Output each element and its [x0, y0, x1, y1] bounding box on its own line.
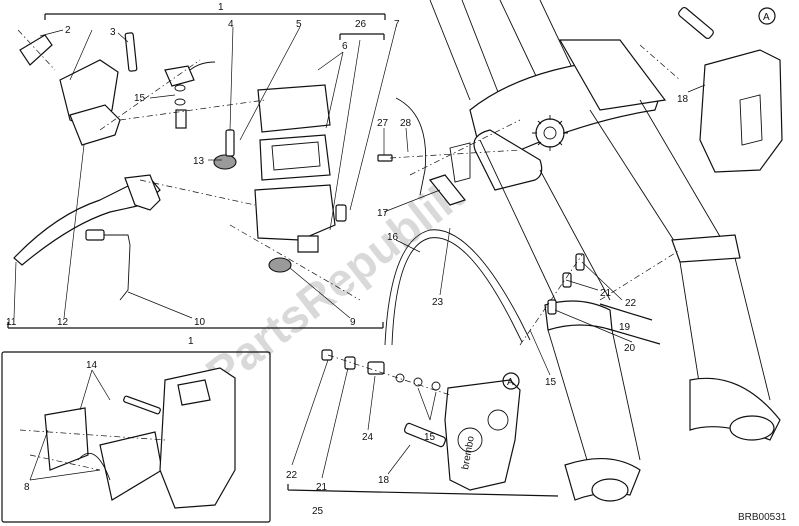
callout-21-right: 21 — [600, 288, 612, 299]
callout-26: 26 — [355, 19, 367, 30]
master-cylinder — [19, 34, 121, 146]
inset-frame-brake-pads — [1, 351, 271, 523]
group-bracket-right — [599, 303, 661, 345]
callout-labels: 1 2 3 4 5 26 7 6 15 13 11 12 10 9 1 27 2… — [6, 2, 689, 517]
callout-15-c: 15 — [424, 432, 436, 443]
caliper-bolt — [403, 422, 447, 448]
callout-18-bottom: 18 — [378, 475, 390, 486]
fluid-reservoir — [213, 84, 347, 273]
callout-25: 25 — [312, 506, 324, 517]
gear-emblem-icon — [532, 115, 568, 151]
reference-marker-top: A — [758, 7, 776, 25]
callout-22-right: 22 — [625, 298, 637, 309]
callout-21-left: 21 — [316, 482, 328, 493]
callout-17: 17 — [377, 208, 389, 219]
brake-caliper-lower: brembo — [444, 379, 521, 491]
caliper-bolt-upper — [678, 6, 714, 40]
brake-lever — [13, 174, 161, 266]
callout-12: 12 — [57, 317, 69, 328]
pad-pin — [123, 395, 161, 415]
leader-lines — [13, 26, 706, 481]
diagram-code: BRB00531 — [738, 512, 787, 523]
fork-leg-left — [473, 129, 641, 502]
callout-11: 11 — [6, 317, 17, 328]
callout-7: 7 — [394, 19, 400, 30]
callout-1-bottom: 1 — [188, 336, 194, 347]
callout-9: 9 — [350, 317, 356, 328]
callout-24: 24 — [362, 432, 374, 443]
callout-2: 2 — [65, 25, 71, 36]
callout-23: 23 — [432, 297, 444, 308]
callout-5: 5 — [296, 19, 302, 30]
marker-a-top-text: A — [763, 12, 770, 23]
callout-22-left: 22 — [286, 470, 298, 481]
callout-3: 3 — [110, 27, 116, 38]
bleeder-valves — [321, 253, 585, 391]
brake-light-switch — [85, 229, 131, 301]
brake-pads — [44, 407, 163, 501]
brake-caliper-upper — [699, 49, 783, 173]
callout-28: 28 — [400, 118, 412, 129]
callout-16: 16 — [387, 232, 399, 243]
group-bracket-bottom — [7, 322, 384, 329]
callout-6: 6 — [342, 41, 348, 52]
callout-8: 8 — [24, 482, 30, 493]
group-bracket-caliper — [287, 484, 559, 497]
adjuster-pin — [124, 32, 138, 72]
fork-leg-right — [429, 0, 781, 441]
callout-14: 14 — [86, 360, 98, 371]
callout-15-a: 15 — [134, 93, 146, 104]
callout-10: 10 — [194, 317, 206, 328]
callout-4: 4 — [228, 19, 234, 30]
caliper-inset — [159, 367, 236, 509]
callout-13: 13 — [193, 156, 205, 167]
callout-27: 27 — [377, 118, 389, 129]
callout-20: 20 — [624, 343, 636, 354]
bolt-4 — [225, 129, 235, 157]
marker-a-mid-text: A — [507, 377, 514, 388]
callout-19: 19 — [619, 322, 631, 333]
reference-marker-mid: A — [502, 372, 520, 390]
callout-15-b: 15 — [545, 377, 557, 388]
brake-hose — [384, 174, 531, 346]
callout-1-top: 1 — [218, 2, 224, 13]
group-bracket-top — [44, 13, 386, 40]
callout-18-top: 18 — [677, 94, 689, 105]
banjo-hose-fitting — [164, 61, 216, 129]
